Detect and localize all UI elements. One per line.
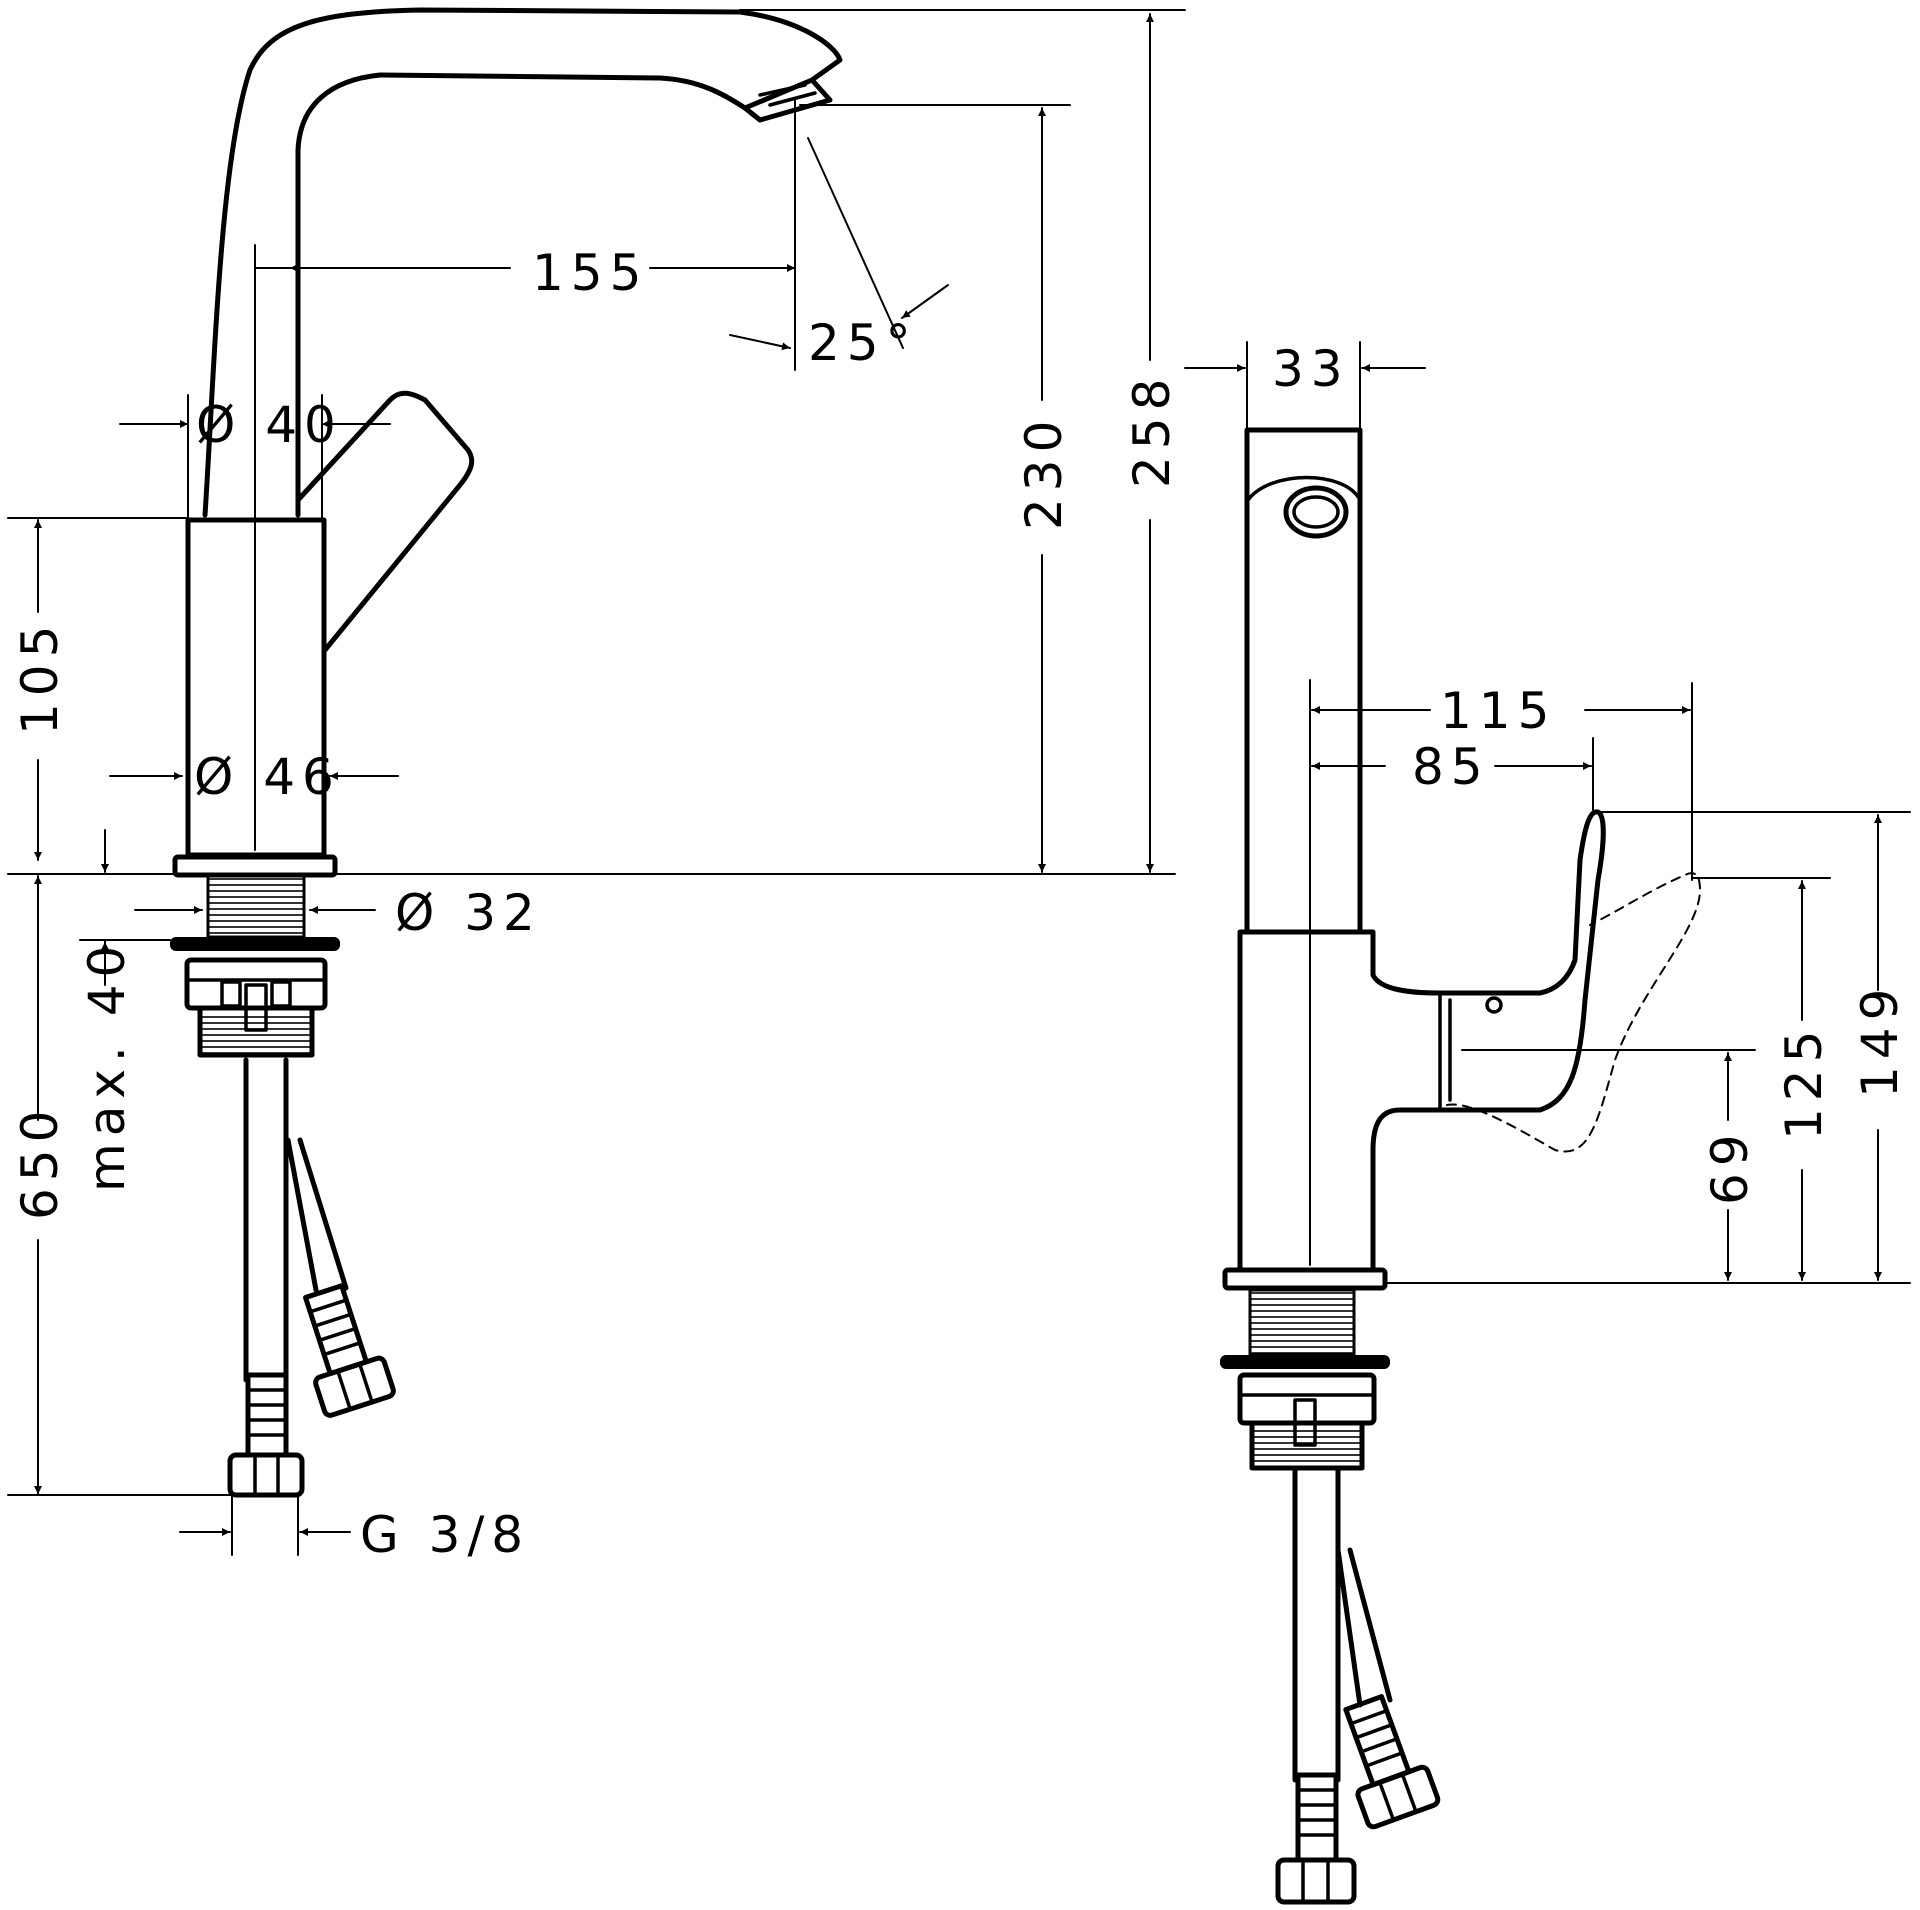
supply-hose-front-angled [1335, 1547, 1393, 1708]
dim-149: 149 [1851, 982, 1909, 1098]
hose-fitting-right [303, 1283, 396, 1418]
dim-258: 258 [1123, 372, 1181, 488]
dim-g-3-8: G 3/8 [360, 1506, 530, 1564]
washer [170, 937, 340, 951]
dim-33: 33 [1272, 340, 1350, 398]
supply-hose-angled [285, 1137, 349, 1293]
spout-inner [295, 72, 748, 518]
spout-outer [202, 7, 843, 518]
right-view-dimensions: 33 115 85 149 125 69 [1184, 340, 1911, 1284]
dim-230: 230 [1015, 414, 1073, 530]
handle-housing [1237, 809, 1606, 1273]
threaded-shank [206, 873, 306, 939]
dim-155: 155 [532, 244, 648, 302]
threaded-shank-front [1248, 1288, 1356, 1357]
washer-front [1220, 1355, 1390, 1369]
right-view-faucet [1220, 427, 1701, 1905]
dim-105: 105 [11, 619, 69, 735]
aerator-front [1283, 485, 1349, 539]
base-ring [172, 854, 338, 878]
supply-hose-front [1292, 1467, 1341, 1783]
dim-25-degrees: 25° [808, 314, 918, 372]
dim-dia-40: Ø 40 [196, 396, 343, 454]
nut-thread [202, 1012, 310, 1054]
dim-dia-32: Ø 32 [395, 884, 542, 942]
hose-fitting-left [227, 1372, 305, 1498]
dim-dia-46: Ø 46 [194, 748, 341, 806]
spout-column [1244, 427, 1363, 933]
hose-fitting-front-right [1343, 1694, 1441, 1830]
dim-125: 125 [1775, 1024, 1833, 1140]
handle-alt-position [1446, 872, 1701, 1153]
left-view-dimensions: 155 25° Ø 40 105 Ø 46 Ø 32 max. 40 [7, 9, 1186, 1564]
hose-fitting-front-left [1275, 1772, 1357, 1905]
dim-650: 650 [11, 1104, 69, 1220]
supply-hose-straight [243, 1057, 289, 1383]
dim-69: 69 [1701, 1127, 1759, 1205]
dim-max-40: max. 40 [78, 939, 136, 1192]
lever-handle [295, 390, 475, 653]
dim-115: 115 [1440, 682, 1556, 740]
base-ring-front [1222, 1267, 1388, 1291]
dim-85: 85 [1412, 738, 1490, 796]
